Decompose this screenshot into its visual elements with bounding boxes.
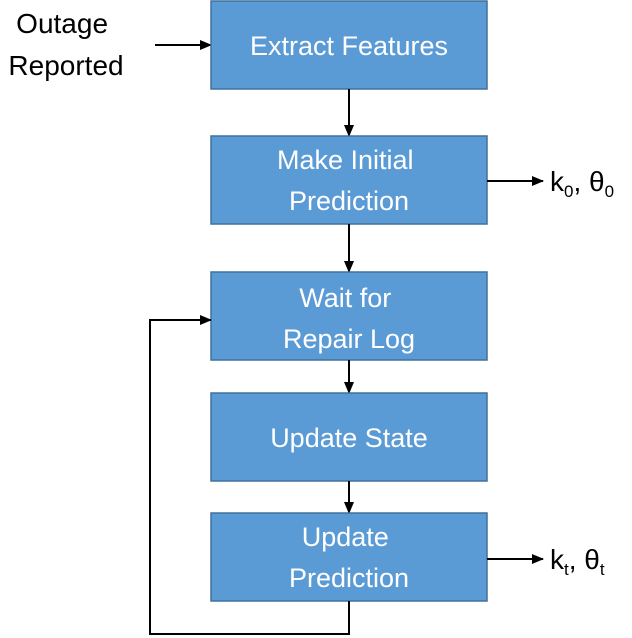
input-label: Outage Reported [8,8,123,81]
input-label-line2: Reported [8,50,123,81]
step-update-prediction: Update Prediction [210,512,488,602]
step-update-state: Update State [210,392,488,482]
output-label-initial: k0, θ0 [550,166,614,201]
step-box [210,512,488,602]
feedback-loop-arrow [149,315,350,635]
input-label-line1: Outage [16,8,108,39]
step-label: Extract Features [250,31,448,61]
step-wait-for-repair-log: Wait for Repair Log [210,271,488,361]
step-label: Make Initial Prediction [277,145,421,216]
step-extract-features: Extract Features [210,0,488,90]
step-make-initial-prediction: Make Initial Prediction [210,135,488,225]
step-box [210,392,488,482]
output-label-updated: kt, θt [550,544,605,579]
step-label: Wait for Repair Log [283,283,415,354]
step-box [210,135,488,225]
step-label: Update State [270,423,428,453]
step-label: Update Prediction [289,522,409,593]
